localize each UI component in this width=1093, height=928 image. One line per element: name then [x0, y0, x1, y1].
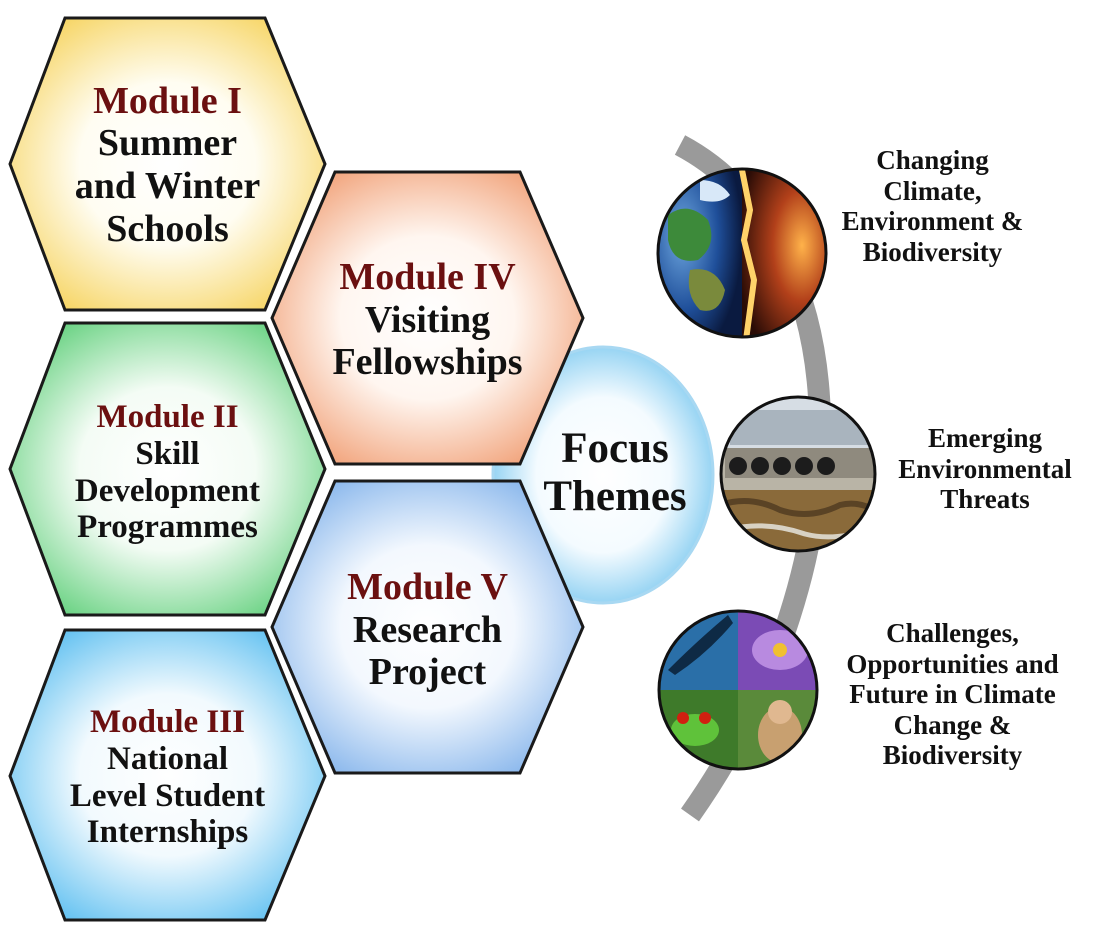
module-2-line: Programmes	[77, 509, 258, 546]
theme-climate-label: Changing Climate, Environment & Biodiver…	[815, 145, 1050, 267]
focus-circle	[491, 345, 715, 605]
polluted-drain-image	[721, 397, 875, 551]
module-1-line: Schools	[106, 207, 229, 250]
theme-line: Future in Climate	[849, 679, 1056, 709]
module-5-hexagon	[270, 479, 585, 775]
theme-future-label: Challenges, Opportunities and Future in …	[820, 618, 1085, 771]
theme-line: Biodiversity	[862, 236, 1003, 267]
module-3-line: Level Student	[69, 777, 266, 814]
module-1-hexagon	[8, 16, 327, 312]
module-3-line: Internships	[86, 814, 249, 851]
module-2-hexagon	[8, 321, 327, 617]
theme-threats-label: Emerging Environmental Threats	[885, 423, 1085, 515]
module-3-line: National	[106, 740, 228, 777]
theme-line: Climate,	[883, 175, 982, 206]
module-5-title: Module V	[347, 566, 508, 609]
module-5-line: Research	[352, 608, 503, 651]
module-3-text: Module III National Level Student Intern…	[30, 680, 305, 875]
module-3-hexagon	[8, 628, 327, 922]
theme-line: Changing	[876, 145, 989, 175]
theme-line: Change &	[893, 709, 1012, 740]
polluted-drain-border	[719, 395, 877, 553]
focus-line: Themes	[543, 473, 687, 521]
module-4-line: Fellowships	[332, 341, 523, 384]
module-1-line: Summer	[97, 122, 238, 165]
theme-line: Threats	[940, 484, 1030, 514]
wildlife-collage-image	[659, 611, 817, 769]
module-1-text: Module I Summer and Winter Schools	[40, 60, 295, 270]
module-5-text: Module V Research Project	[300, 550, 555, 710]
theme-line: Environmental	[898, 453, 1072, 484]
module-4-title: Module IV	[339, 256, 516, 299]
theme-line: Opportunities and	[846, 648, 1059, 679]
module-5-line: Project	[368, 651, 487, 694]
module-3-title: Module III	[90, 703, 245, 740]
wildlife-collage-border	[657, 609, 819, 771]
module-4-text: Module IV Visiting Fellowships	[300, 240, 555, 400]
module-4-line: Visiting	[364, 298, 491, 341]
module-2-line: Skill	[135, 435, 200, 472]
focus-themes-label: Focus Themes	[520, 425, 710, 521]
module-2-text: Module II Skill Development Programmes	[40, 375, 295, 570]
module-4-hexagon	[270, 170, 585, 466]
earth-split-border	[656, 167, 828, 339]
theme-line: Challenges,	[886, 618, 1019, 648]
module-1-line: and Winter	[74, 165, 261, 207]
module-2-title: Module II	[96, 398, 239, 435]
module-1-title: Module I	[93, 79, 242, 122]
module-2-line: Development	[74, 472, 261, 509]
theme-line: Emerging	[928, 423, 1042, 453]
theme-line: Biodiversity	[882, 740, 1023, 770]
focus-line: Focus	[561, 425, 669, 472]
theme-line: Environment &	[841, 206, 1024, 236]
